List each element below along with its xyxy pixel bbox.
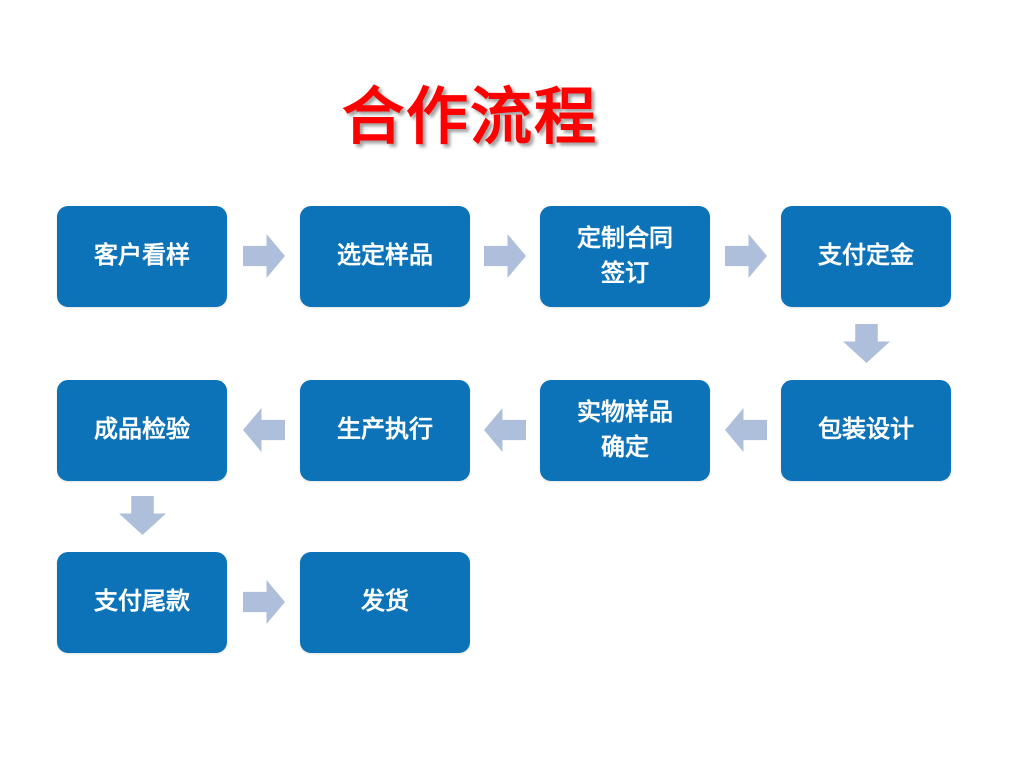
node-pay-deposit: 支付定金 bbox=[781, 206, 951, 307]
arrow-right-icon bbox=[725, 234, 767, 278]
arrow-right-icon bbox=[243, 234, 285, 278]
arrow-left-icon bbox=[243, 408, 285, 452]
node-shipment: 发货 bbox=[300, 552, 470, 653]
arrow-left-icon bbox=[484, 408, 526, 452]
arrow-right-icon bbox=[484, 234, 526, 278]
node-contract-signing: 定制合同 签订 bbox=[540, 206, 710, 307]
arrow-right-icon bbox=[243, 580, 285, 624]
arrow-down-icon bbox=[119, 496, 166, 535]
node-finished-goods-inspection: 成品检验 bbox=[57, 380, 227, 481]
arrow-left-icon bbox=[725, 408, 767, 452]
node-physical-sample-confirm: 实物样品 确定 bbox=[540, 380, 710, 481]
node-select-sample: 选定样品 bbox=[300, 206, 470, 307]
arrow-down-icon bbox=[843, 324, 890, 363]
node-pay-balance: 支付尾款 bbox=[57, 552, 227, 653]
node-packaging-design: 包装设计 bbox=[781, 380, 951, 481]
page-title: 合作流程 bbox=[341, 84, 598, 152]
node-production-execution: 生产执行 bbox=[300, 380, 470, 481]
node-customer-view-sample: 客户看样 bbox=[57, 206, 227, 307]
